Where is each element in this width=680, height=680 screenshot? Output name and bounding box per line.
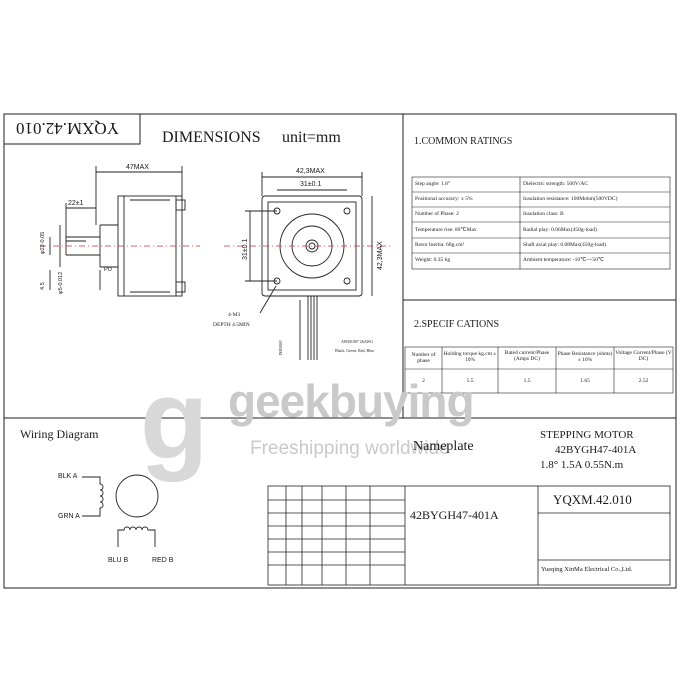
- dim-small: PO: [104, 267, 112, 273]
- title-block-code: YQXM.42.010: [553, 492, 632, 507]
- spec-value: 5.5: [466, 378, 474, 384]
- motor-side-view: [49, 166, 186, 297]
- dimensions-title: DIMENSIONS: [162, 129, 261, 146]
- common-ratings-table: [411, 176, 671, 270]
- wire-label-grn: GRN A: [58, 513, 80, 520]
- drawing-code-inverted: YQXM.42.010: [16, 119, 119, 138]
- wire-label-red: RED B: [152, 557, 174, 564]
- motor-front-view: [245, 172, 373, 360]
- spec-value: 2.52: [638, 378, 649, 384]
- spec-title: 2.SPECIF CATIONS: [414, 319, 500, 330]
- rating-cell: Number of Phase: 2: [415, 211, 459, 217]
- spec-value: 1.5: [523, 378, 531, 384]
- wiring-diagram: [82, 474, 159, 547]
- rating-cell: Insulation class: B: [523, 211, 564, 217]
- nameplate-line-2: 42BYGH47-401A: [555, 444, 637, 456]
- watermark-tagline: Freeshipping worldwide: [250, 438, 450, 459]
- sheet-border: [3, 113, 677, 589]
- rating-cell: Rotor Inertia: 68g.cm²: [415, 242, 465, 248]
- dim-screw: 4-M3: [228, 312, 241, 318]
- spec-header: Holding torque kg.cm ± 10%: [443, 351, 497, 364]
- rating-cell: Weight: 0.35 kg: [415, 257, 451, 263]
- spec-header: Phase Resistance (ohms) ± 10%: [557, 351, 613, 364]
- lead-colors: Black, Green, Red, Blue: [335, 348, 375, 353]
- wire-label-blk: BLK A: [58, 473, 78, 480]
- spec-value: 2: [422, 378, 425, 384]
- nameplate-line-1: STEPPING MOTOR: [540, 429, 634, 441]
- spec-header: Number of phase: [411, 352, 436, 365]
- dim-hole-v: 31±0.1: [242, 238, 249, 260]
- wire-label-blu: BLU B: [108, 557, 129, 564]
- motor-symbol: [115, 474, 159, 518]
- dim-length: 47MAX: [126, 164, 149, 171]
- dim-height: 42,3MAX: [377, 241, 384, 270]
- watermark-brand: geekbuying: [228, 375, 475, 427]
- dim-shaft-length: 22±1: [68, 200, 84, 207]
- rating-cell: Temperature rise: 80℃Max: [415, 227, 477, 233]
- lead-note: AWM1007 26AWG: [341, 339, 374, 344]
- title-block-company: Yueqing XinMa Electrical Co.,Ltd.: [541, 566, 633, 573]
- dim-depth: DEPTH 4.5MIN: [213, 322, 250, 328]
- title-block-model: 42BYGH47-401A: [410, 508, 499, 522]
- dim-lead-length: 1000MM: [278, 340, 283, 356]
- common-ratings-title: 1.COMMON RATINGS: [414, 136, 513, 147]
- dim-shaft: φ5-0.012: [58, 271, 64, 294]
- spec-table: [404, 346, 674, 394]
- title-block: [267, 485, 671, 586]
- spec-header: Rated current/Phase (Amps DC): [504, 350, 550, 363]
- dim-width: 42,3MAX: [296, 168, 325, 175]
- dimensions-unit: unit=mm: [282, 129, 341, 146]
- rating-cell: Ambient temperature: -10℃~+50℃: [523, 257, 605, 263]
- nameplate-title: Nameplate: [413, 439, 474, 454]
- wiring-title: Wiring Diagram: [20, 427, 99, 441]
- dim-flat: 4.5: [40, 282, 46, 290]
- rating-cell: Step angle: 1.8°: [415, 181, 451, 187]
- rating-cell: Insulation resistance: 100Mohm(500VDC): [523, 196, 618, 202]
- rating-cell: Shaft axial play: 0.08Max(450g-load): [523, 242, 607, 248]
- spec-value: 1.65: [580, 378, 590, 384]
- spec-header: Voltage Current/Phase (V DC): [615, 350, 672, 363]
- dim-hole-h: 31±0.1: [300, 181, 322, 188]
- rating-cell: Radial play: 0.06Max(450g-load): [523, 227, 597, 233]
- rating-cell: Dielectric strength: 500V/AC: [523, 181, 589, 187]
- watermark-logo-letter: g: [140, 357, 209, 482]
- rating-cell: Positional accuracy: ± 5%: [415, 196, 473, 202]
- dim-boss: φ22-0.05: [40, 231, 46, 254]
- nameplate-line-3: 1.8° 1.5A 0.55N.m: [540, 459, 624, 471]
